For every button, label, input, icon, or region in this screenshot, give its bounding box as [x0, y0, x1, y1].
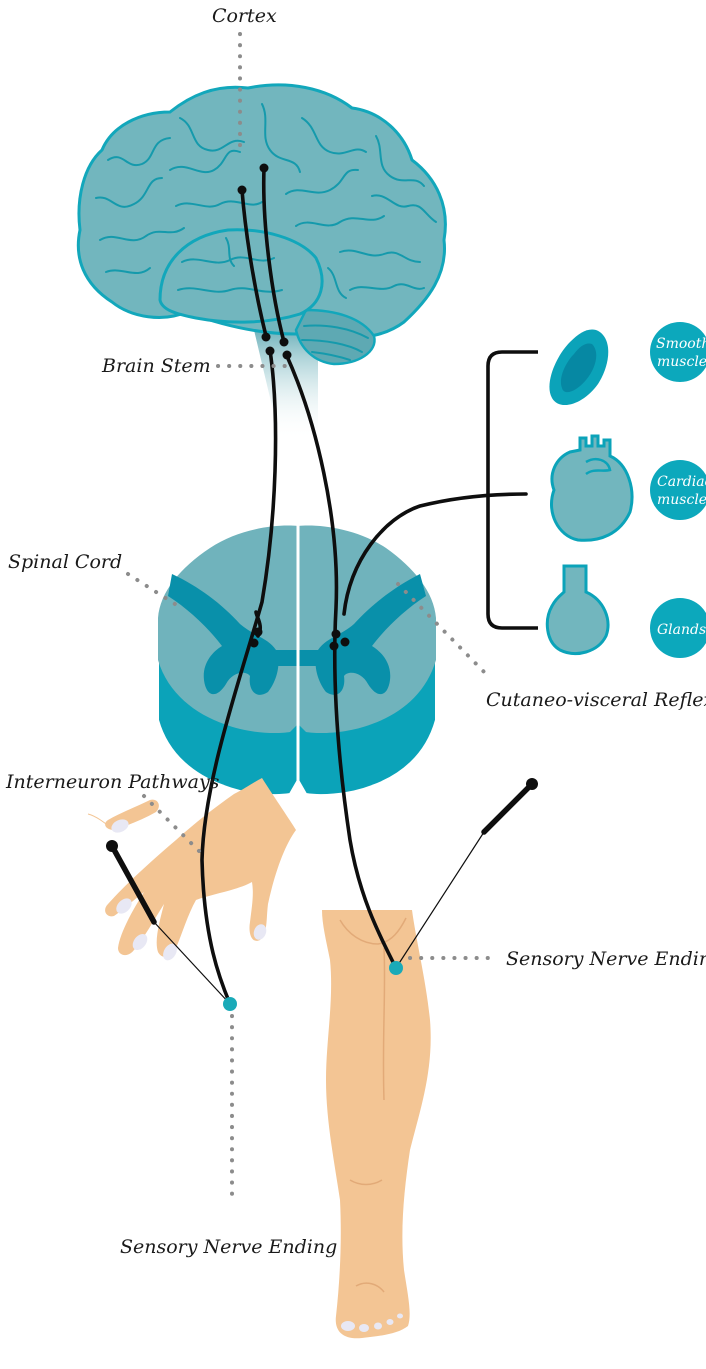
acupuncture-needle-icon: [396, 778, 538, 968]
toenail: [359, 1324, 369, 1332]
sensory-nerve-ending-hand-label: Sensory Nerve Ending: [120, 1236, 337, 1258]
cutaneo-visceral-reflex-label: Cutaneo-visceral Reflex: [486, 689, 706, 711]
cardiac-muscle-label-2: muscle: [657, 492, 706, 508]
cardiac-muscle-label-1: Cardiac: [657, 474, 706, 490]
smooth-muscle-icon: [549, 330, 608, 406]
smooth-muscle-label-2: muscle: [657, 354, 706, 370]
spinal-cord-label: Spinal Cord: [8, 551, 122, 573]
smooth-muscle-badge: Smooth muscle: [650, 322, 706, 382]
leg: [322, 910, 431, 1338]
cortex-label: Cortex: [212, 5, 277, 27]
toenail: [374, 1323, 382, 1330]
toenail: [387, 1319, 394, 1325]
sensory-nerve-ending-leg-label: Sensory Nerve Ending: [506, 948, 706, 970]
interneuron-pathways-label: Interneuron Pathways: [5, 771, 220, 793]
toenail: [397, 1314, 403, 1319]
spinal-cord: [158, 524, 436, 795]
nerve-ending-hand: [223, 997, 237, 1011]
heart-icon: [551, 436, 631, 540]
nerve-ending-leg: [389, 961, 403, 975]
glands-label: Glands: [657, 622, 706, 638]
gland-icon: [547, 566, 608, 654]
organ-bracket: [488, 352, 538, 628]
toenail: [341, 1321, 355, 1331]
cardiac-muscle-badge: Cardiac muscle: [650, 460, 706, 520]
smooth-muscle-label-1: Smooth: [656, 336, 706, 352]
brain-stem-label: Brain Stem: [101, 355, 211, 377]
glands-badge: Glands: [650, 598, 706, 658]
leg-skin: [322, 910, 431, 1338]
hand: [88, 778, 296, 963]
